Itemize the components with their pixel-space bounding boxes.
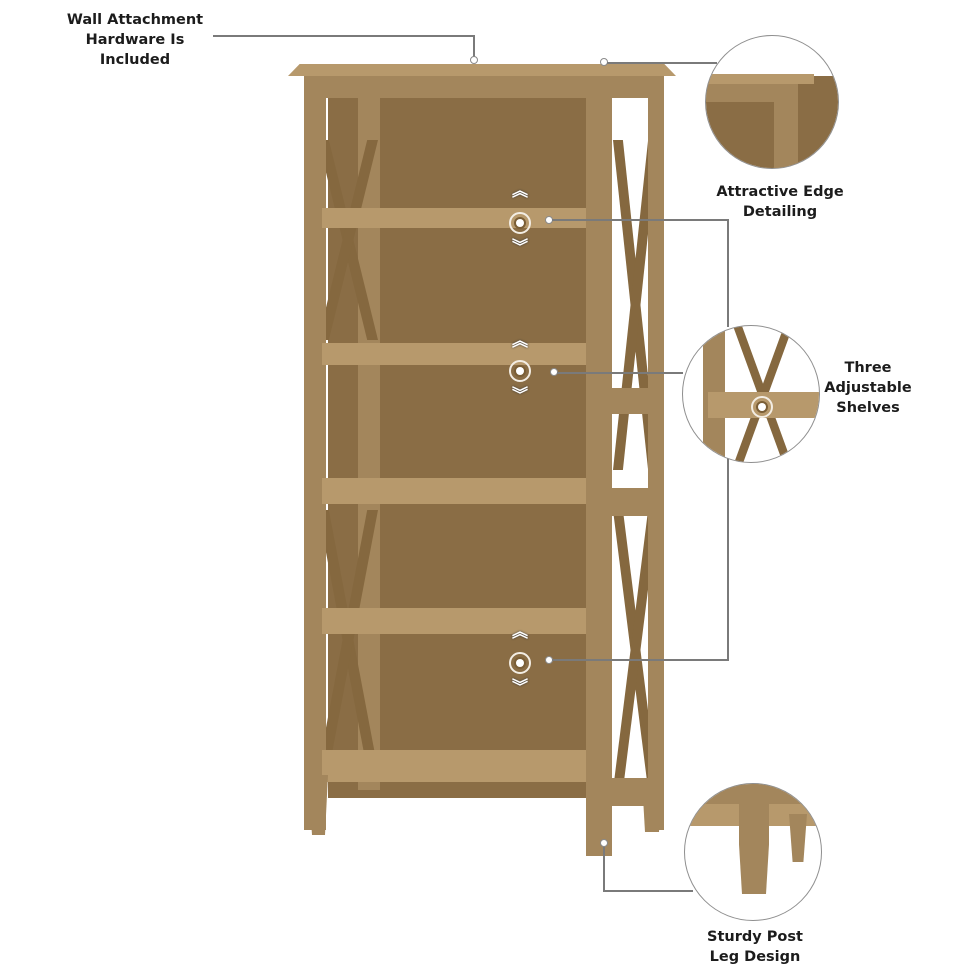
chevron-up-icon: ︽ (511, 622, 528, 641)
chevron-up-icon: ︽ (511, 181, 528, 200)
callout-line (557, 372, 683, 374)
top-apron (304, 76, 664, 98)
detail-circle-edge (705, 35, 839, 169)
chevron-down-icon: ︾ (511, 385, 528, 404)
shelf-3-side (608, 488, 658, 516)
chevron-up-icon: ︽ (511, 331, 528, 350)
bookcase-illustration (288, 60, 678, 860)
callout-line (727, 219, 729, 327)
callout-text-line: Three (844, 360, 892, 376)
callout-text-line: Attractive Edge (716, 184, 844, 200)
callout-line (552, 659, 729, 661)
callout-text-line: Shelves (836, 400, 900, 416)
callout-line (473, 35, 475, 58)
callout-text-line: Hardware Is (85, 32, 185, 48)
callout-text-line: Leg Design (709, 949, 801, 965)
callout-post-leg: Sturdy Post Leg Design (690, 927, 820, 967)
chevron-down-icon: ︾ (511, 237, 528, 256)
front-right-post (586, 86, 612, 856)
adjust-target-icon (509, 652, 531, 674)
callout-line (603, 890, 693, 892)
front-left-post (304, 90, 326, 830)
callout-line (727, 455, 729, 660)
adjust-target-icon (751, 396, 773, 418)
callout-wall-attachment: Wall Attachment Hardware Is Included (40, 10, 230, 70)
adjust-target-icon (509, 360, 531, 382)
detail-circle-shelves (682, 325, 820, 463)
shelf-2 (322, 343, 588, 365)
detail-circle-leg (684, 783, 822, 921)
callout-edge-detailing: Attractive Edge Detailing (700, 182, 860, 222)
shelf-2-side (608, 388, 653, 414)
callout-line (607, 62, 717, 64)
callout-text-line: Adjustable (824, 380, 912, 396)
leg-front-left (308, 775, 328, 835)
callout-anchor-dot (470, 56, 478, 64)
leg-back-right (642, 780, 662, 832)
callout-adjustable-shelves: Three Adjustable Shelves (818, 358, 918, 418)
shelf-3-fixed (322, 478, 588, 504)
callout-line (213, 35, 474, 37)
callout-anchor-dot (600, 839, 608, 847)
crown-molding (288, 64, 676, 76)
shelf-4 (322, 608, 588, 634)
callout-text-line: Detailing (742, 204, 818, 220)
callout-line (603, 847, 605, 890)
callout-text-line: Sturdy Post (707, 929, 803, 945)
back-right-post (648, 90, 664, 830)
bottom-shelf (322, 750, 588, 782)
callout-line (552, 219, 729, 221)
chevron-down-icon: ︾ (511, 677, 528, 696)
callout-text-line: Wall Attachment (66, 12, 204, 28)
callout-text-line: Included (99, 52, 171, 68)
adjust-target-icon (509, 212, 531, 234)
